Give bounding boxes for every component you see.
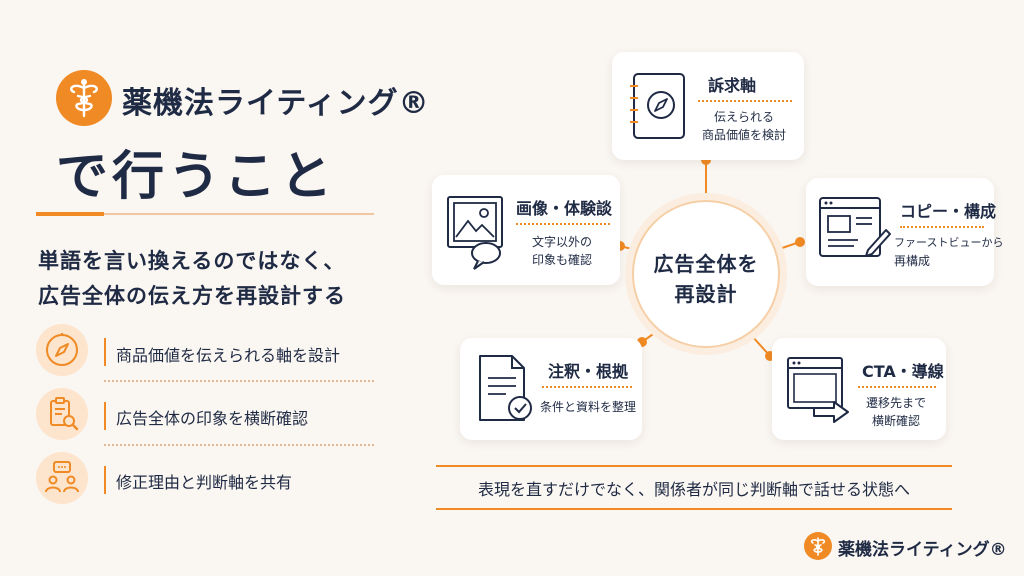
node-desc: ファーストビューから — [894, 236, 1004, 249]
node-image-card: 画像・体験談 文字以外の 印象も確認 — [432, 175, 620, 285]
lead-text-line1: 単語を言い換えるのではなく、 — [38, 249, 346, 273]
node-note-card: 注釈・根拠 条件と資料を整理 — [460, 338, 642, 440]
point-text: 修正理由と判断軸を共有 — [116, 473, 293, 492]
node-desc: 再構成 — [894, 254, 931, 268]
point-bar — [104, 402, 106, 430]
point-text: 商品価値を伝えられる軸を設計 — [116, 346, 341, 365]
compass-icon — [36, 324, 88, 376]
caduceus-logo-icon — [804, 532, 832, 560]
center-label: 再設計 — [674, 282, 738, 306]
node-divider — [900, 226, 984, 228]
node-desc: 商品価値を検討 — [701, 128, 786, 142]
node-desc: 横断確認 — [871, 414, 920, 428]
node-appeal-card: 訴求軸 伝えられる 商品価値を検討 — [612, 52, 804, 160]
clipboard-search-icon — [36, 388, 88, 440]
node-desc: 条件と資料を整理 — [539, 400, 636, 414]
point-separator — [104, 444, 374, 446]
node-divider — [542, 386, 632, 388]
people-chat-icon — [36, 452, 88, 504]
summary-text: 表現を直すだけでなく、関係者が同じ判断軸で話せる状態へ — [477, 480, 910, 499]
node-desc: 遷移先まで — [865, 396, 926, 410]
point-separator — [104, 380, 374, 382]
node-desc: 伝えられる — [713, 110, 774, 124]
node-desc: 文字以外の — [531, 235, 592, 249]
node-divider — [516, 223, 610, 225]
title-divider-accent — [36, 212, 104, 216]
node-copy-card: コピー・構成 ファーストビューから 再構成 — [806, 178, 1004, 286]
image-speech-icon — [442, 191, 512, 275]
point-text: 広告全体の印象を横断確認 — [116, 409, 309, 428]
node-cta-card: CTA・導線 遷移先まで 横断確認 — [772, 338, 946, 440]
compass-notebook-icon — [624, 68, 694, 148]
footer-brand: 薬機法ライティング® — [838, 540, 1007, 560]
title-divider — [36, 213, 374, 215]
node-title: コピー・構成 — [900, 202, 997, 221]
lead-text-line2: 広告全体の伝え方を再設計する — [38, 284, 346, 308]
point-bar — [104, 466, 106, 494]
page-title: で行うこと — [56, 147, 337, 207]
layout-pencil-icon — [814, 192, 894, 276]
center-label: 広告全体を — [653, 252, 759, 276]
browser-arrow-icon — [782, 352, 856, 432]
node-title: 注釈・根拠 — [548, 362, 629, 381]
node-desc: 印象も確認 — [531, 253, 592, 267]
summary-top-rule — [436, 465, 952, 467]
summary-bottom-rule — [436, 508, 952, 510]
document-check-icon — [472, 350, 542, 434]
caduceus-logo-icon — [56, 70, 112, 126]
point-bar — [104, 338, 106, 366]
node-divider — [858, 386, 936, 388]
node-divider — [698, 100, 792, 102]
node-title: 画像・体験談 — [516, 199, 613, 218]
brand-title: 薬機法ライティング® — [122, 86, 430, 121]
center-hub: 広告全体を 再設計 — [632, 200, 780, 348]
node-title: 訴求軸 — [708, 76, 757, 95]
node-title: CTA・導線 — [862, 362, 944, 381]
